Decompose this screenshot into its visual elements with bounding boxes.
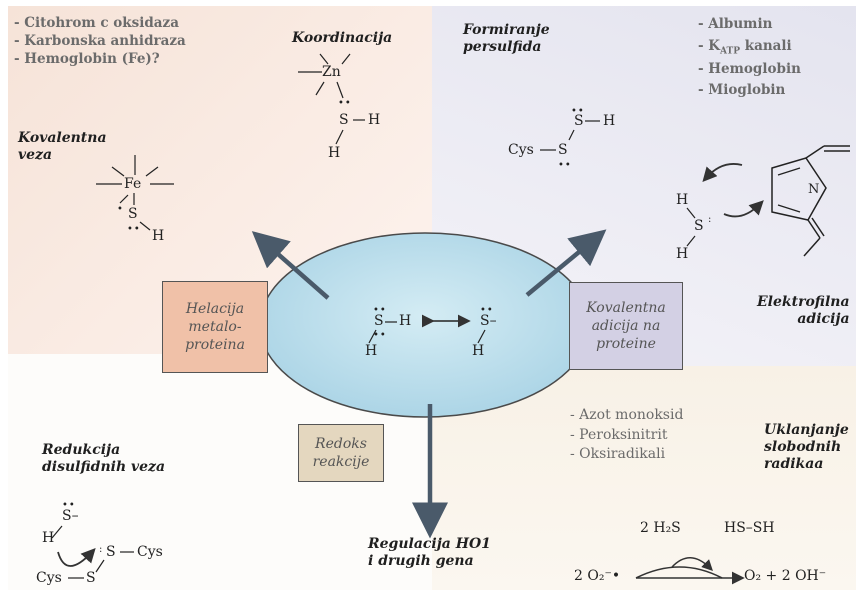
central-ellipse	[259, 232, 591, 418]
list-item: - Oksiradikali	[570, 446, 666, 463]
atom-h: H	[472, 343, 485, 359]
atom-h: H	[368, 112, 381, 128]
atom-s-minus: S–	[480, 313, 497, 329]
atom-h: H	[365, 343, 378, 359]
atom-h: H	[676, 246, 689, 262]
lone-pair: ••	[338, 98, 352, 109]
lone-pair: ••	[62, 500, 76, 511]
list-item: - Hemoglobin	[698, 60, 801, 77]
atom-fe: Fe	[124, 176, 142, 192]
list-item: - Karbonska anhidraza	[14, 33, 186, 50]
lone-pair: ••	[373, 305, 387, 316]
heading-regulacija: Regulacija HO1 i drugih gena	[368, 536, 491, 569]
atom-h: H	[42, 530, 55, 546]
list-item: - Albumin	[698, 16, 773, 32]
curved-arrow-reduction	[57, 548, 96, 567]
label-cys: Cys	[137, 544, 163, 560]
list-item: - Hemoglobin (Fe)?	[14, 51, 160, 68]
target-list-persulfide: - Albumin - KATP kanali - Hemoglobin - M…	[698, 14, 801, 102]
atom-s: S	[339, 112, 349, 128]
label-cys: Cys	[36, 570, 62, 586]
heading-uklanjanje: Uklanjanje slobodnih radikaa	[764, 422, 849, 472]
lone-pair: ••	[558, 160, 572, 171]
reaction-product-persulfide: HS–SH	[724, 520, 775, 536]
atom-s: S	[128, 206, 138, 222]
box-helacija: Helacija metalo- proteina	[162, 281, 268, 373]
oxidant-list: - Azot monoksid - Peroksinitrit - Oksira…	[570, 406, 683, 465]
atom-h: H	[676, 192, 689, 208]
heading-formiranje-persulfida: Formiranje persulfida	[463, 22, 550, 55]
reaction-product-water: O₂ + 2 OH⁻	[744, 568, 827, 584]
list-item: - KATP kanali	[698, 37, 792, 57]
heading-redukcija: Redukcija disulfidnih veza	[42, 442, 166, 475]
reaction-curved-arrow	[635, 566, 723, 579]
lone-pair: :	[708, 214, 713, 225]
heading-kovalentna-veza: Kovalentna veza	[18, 130, 107, 163]
heading-koordinacija: Koordinacija	[292, 30, 393, 46]
arrow-to-top-right	[525, 229, 607, 297]
list-item: - Citohrom c oksidaza	[14, 15, 179, 31]
atom-s: S	[574, 113, 584, 129]
arrow-to-top-left	[251, 231, 330, 300]
lone-pair: •	[117, 204, 124, 215]
box-redoks: Redoks reakcije	[298, 424, 384, 482]
box-kovalentna-adicija: Kovalentna adicija na proteine	[569, 282, 683, 370]
list-item: - Peroksinitrit	[570, 426, 668, 443]
atom-zn: Zn	[322, 64, 341, 80]
lone-pair: :	[99, 544, 104, 555]
heading-elektrofilna-adicija: Elektrofilna adicija	[757, 294, 850, 327]
atom-s-minus: S–	[62, 508, 79, 524]
atom-s: S	[106, 544, 116, 560]
reaction-reagent-h2s: 2 H₂S	[640, 520, 681, 536]
atom-n: N	[808, 182, 820, 197]
lone-pair: ••	[373, 330, 387, 341]
atom-s: S	[86, 570, 96, 586]
list-item: - Mioglobin	[698, 82, 786, 99]
atom-h: H	[152, 228, 165, 244]
lone-pair: ••	[571, 106, 585, 117]
lone-pair: ••	[127, 224, 141, 235]
lone-pair: ••	[480, 305, 494, 316]
atom-s: S	[374, 313, 384, 329]
atom-h: H	[328, 145, 341, 161]
atom-s: S	[694, 218, 704, 234]
list-item: - Azot monoksid	[570, 407, 684, 423]
atom-s: S	[558, 142, 568, 158]
curved-arrow-bottom	[723, 200, 764, 218]
atom-h: H	[399, 313, 412, 329]
curved-arrow-top	[702, 163, 743, 183]
target-list-metal: - Citohrom c oksidaza - Karbonska anhidr…	[14, 14, 186, 69]
atom-h: H	[603, 113, 616, 129]
label-cys: Cys	[508, 142, 534, 158]
reaction-reagent-superoxide: 2 O₂⁻•	[574, 568, 621, 584]
